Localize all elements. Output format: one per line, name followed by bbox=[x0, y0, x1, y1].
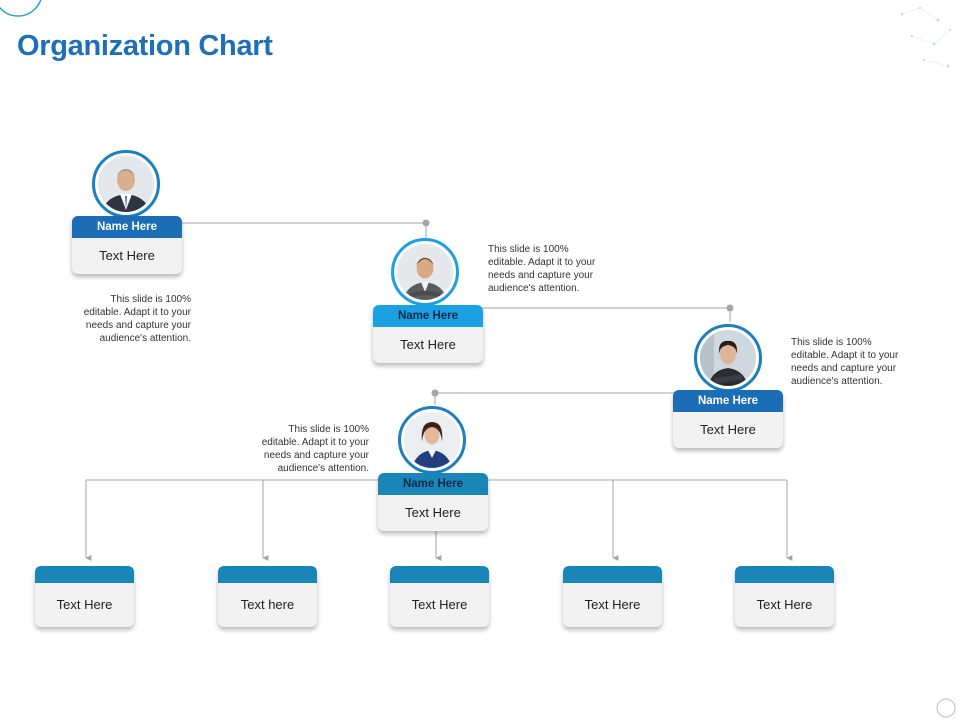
leaf-header bbox=[563, 566, 662, 583]
person-card[interactable]: Name Here Text Here bbox=[373, 305, 483, 363]
avatar bbox=[92, 150, 160, 218]
leaf-box[interactable]: Text here bbox=[218, 566, 317, 627]
leaf-text: Text here bbox=[240, 597, 295, 612]
person-photo bbox=[404, 412, 460, 468]
person-photo bbox=[700, 330, 756, 386]
avatar bbox=[398, 406, 466, 474]
person-photo bbox=[98, 156, 154, 212]
person-photo bbox=[397, 244, 453, 300]
connector-2-3 bbox=[482, 307, 731, 322]
text-label: Text Here bbox=[99, 248, 155, 263]
leaf-box[interactable]: Text Here bbox=[735, 566, 834, 627]
person-card[interactable]: Name Here Text Here bbox=[72, 216, 182, 274]
connector-dot bbox=[422, 219, 430, 227]
name-label: Name Here bbox=[72, 216, 182, 238]
leaf-box[interactable]: Text Here bbox=[390, 566, 489, 627]
text-label: Text Here bbox=[405, 505, 461, 520]
connector-3-4 bbox=[434, 392, 674, 405]
name-label: Name Here bbox=[378, 473, 488, 495]
person-card[interactable]: Name Here Text Here bbox=[673, 390, 783, 448]
connector-1-2 bbox=[180, 222, 427, 238]
description-note: This slide is 100% editable. Adapt it to… bbox=[488, 244, 596, 294]
bottom-circle-decoration bbox=[936, 698, 956, 718]
avatar bbox=[694, 324, 762, 392]
text-label: Text Here bbox=[400, 337, 456, 352]
leaf-header bbox=[218, 566, 317, 583]
leaf-text: Text Here bbox=[756, 597, 813, 612]
leaf-header bbox=[390, 566, 489, 583]
description-note: This slide is 100% editable. Adapt it to… bbox=[261, 424, 369, 474]
leaf-box[interactable]: Text Here bbox=[35, 566, 134, 627]
leaf-text: Text Here bbox=[584, 597, 641, 612]
leaf-header bbox=[35, 566, 134, 583]
dots-network-decoration bbox=[900, 6, 952, 68]
connector-dot bbox=[431, 389, 439, 397]
name-label: Name Here bbox=[673, 390, 783, 412]
text-label: Text Here bbox=[700, 422, 756, 437]
leaf-text: Text Here bbox=[56, 597, 113, 612]
description-note: This slide is 100% editable. Adapt it to… bbox=[83, 294, 191, 344]
leaf-text: Text Here bbox=[411, 597, 468, 612]
leaf-box[interactable]: Text Here bbox=[563, 566, 662, 627]
corner-circle-decoration bbox=[0, 0, 42, 17]
description-note: This slide is 100% editable. Adapt it to… bbox=[791, 337, 899, 387]
avatar bbox=[391, 238, 459, 306]
person-card[interactable]: Name Here Text Here bbox=[378, 473, 488, 531]
name-label: Name Here bbox=[373, 305, 483, 327]
page-title: Organization Chart bbox=[17, 30, 273, 62]
connector-dot bbox=[726, 304, 734, 312]
leaf-header bbox=[735, 566, 834, 583]
